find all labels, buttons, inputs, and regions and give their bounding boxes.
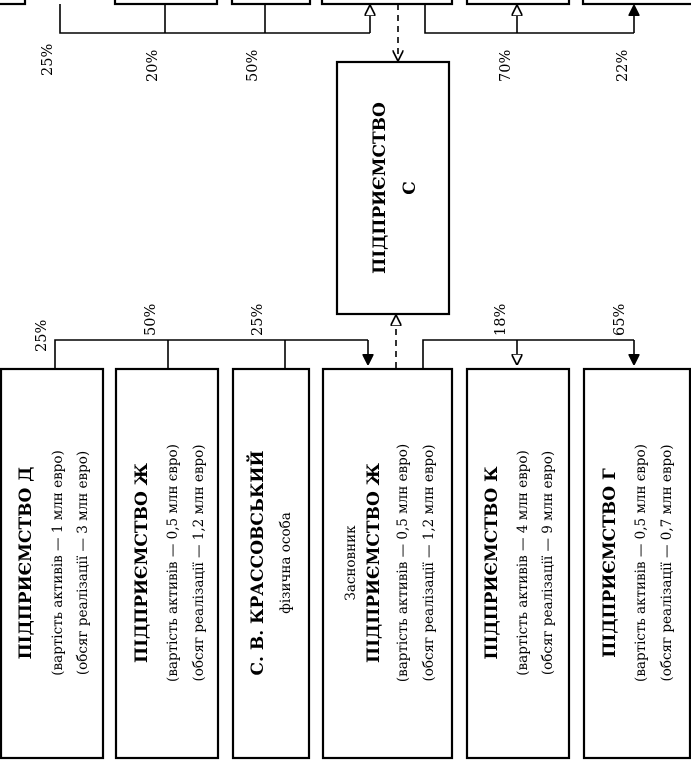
- bottom-connectors: [54, 316, 634, 368]
- box-founder-sales: (обсяг реалізації — 1,2 млн евро): [421, 444, 437, 681]
- box-zh-sales: (обсяг реалізації — 1,2 млн евро): [191, 444, 207, 681]
- box-krassovskyi-title: С. В. КРАССОВСЬКИЙ: [246, 450, 268, 675]
- pct-top-1: 25%: [40, 44, 56, 76]
- box-g-assets: (вартість активів — 0,5 млн євро): [633, 444, 649, 682]
- top-box-1: [0, 0, 27, 6]
- pct-bottom-zh: 50%: [143, 304, 159, 336]
- center-title: ПІДПРИЄМСТВО: [370, 102, 390, 274]
- box-zh-assets: (вартість активів — 0,5 млн євро): [165, 444, 181, 682]
- pct-top-5: 22%: [615, 50, 631, 82]
- pct-top-2: 20%: [145, 50, 161, 82]
- top-box-5: [465, 0, 571, 6]
- box-g-sales: (обсяг реалізації — 0,7 млн евро): [659, 444, 675, 681]
- box-founder-assets: (вартість активів — 0,5 млн евро): [395, 444, 411, 682]
- box-k-sales: (обсяг реалізації — 9 млн евро): [540, 451, 556, 675]
- top-percentages: 25% 20% 50% 70% 22%: [40, 44, 631, 82]
- box-enterprise-g: ПІДПРИЄМСТВО Г (вартість активів — 0,5 м…: [582, 367, 691, 760]
- top-bus-right: [424, 4, 634, 34]
- box-k: [465, 367, 571, 760]
- box-k-assets: (вартість активів — 4 млн евро): [515, 450, 531, 675]
- center-letter: С: [400, 181, 420, 195]
- box-founder: [321, 367, 454, 760]
- box-founder-zh: Засновник ПІДПРИЄМСТВО Ж (вартість актив…: [321, 367, 454, 760]
- box-enterprise-k: ПІДПРИЄМСТВО К (вартість активів — 4 млн…: [465, 367, 571, 760]
- top-box-2: [113, 0, 219, 6]
- box-zh: [114, 367, 220, 760]
- pct-bottom-d: 25%: [34, 320, 50, 352]
- box-founder-title: ПІДПРИЄМСТВО Ж: [364, 462, 384, 663]
- box-d: [0, 367, 105, 760]
- box-zh-title: ПІДПРИЄМСТВО Ж: [132, 462, 152, 663]
- box-g-title: ПІДПРИЄМСТВО Г: [600, 468, 620, 658]
- pct-bottom-krassovskyi: 25%: [250, 304, 266, 336]
- box-g: [582, 367, 691, 760]
- box-krassovskyi-sub: фізична особа: [278, 512, 294, 614]
- box-d-assets: (вартість активів — 1 млн евро): [50, 450, 66, 675]
- box-k-title: ПІДПРИЄМСТВО К: [482, 466, 502, 660]
- top-box-6: [581, 0, 691, 6]
- center-enterprise-c: ПІДПРИЄМСТВО С: [335, 60, 451, 316]
- box-enterprise-zh: ПІДПРИЄМСТВО Ж (вартість активів — 0,5 м…: [114, 367, 220, 760]
- box-d-sales: (обсяг реалізації — 3 млн евро): [75, 451, 91, 675]
- box-krassovskyi-rect: [231, 367, 311, 760]
- top-box-4: [320, 0, 454, 6]
- pct-top-4: 70%: [498, 50, 514, 82]
- top-box-3: [230, 0, 312, 6]
- box-d-title: ПІДПРИЄМСТВО Д: [16, 467, 36, 660]
- pct-top-3: 50%: [245, 50, 261, 82]
- box-enterprise-d: ПІДПРИЄМСТВО Д (вартість активів — 1 млн…: [0, 367, 105, 760]
- pct-bottom-k: 18%: [493, 304, 509, 336]
- box-krassovskyi: С. В. КРАССОВСЬКИЙ фізична особа: [231, 367, 311, 760]
- center-box: [335, 60, 451, 316]
- bottom-percentages: 25% 50% 25% 18% 65%: [34, 304, 628, 352]
- top-connectors: [59, 4, 634, 60]
- bottom-bus-right: [422, 339, 634, 368]
- bottom-bus-left: [54, 339, 368, 368]
- pct-bottom-g: 65%: [612, 304, 628, 336]
- box-founder-caption: Засновник: [343, 525, 359, 601]
- top-bus-left: [59, 4, 370, 34]
- top-boxes: [0, 0, 691, 6]
